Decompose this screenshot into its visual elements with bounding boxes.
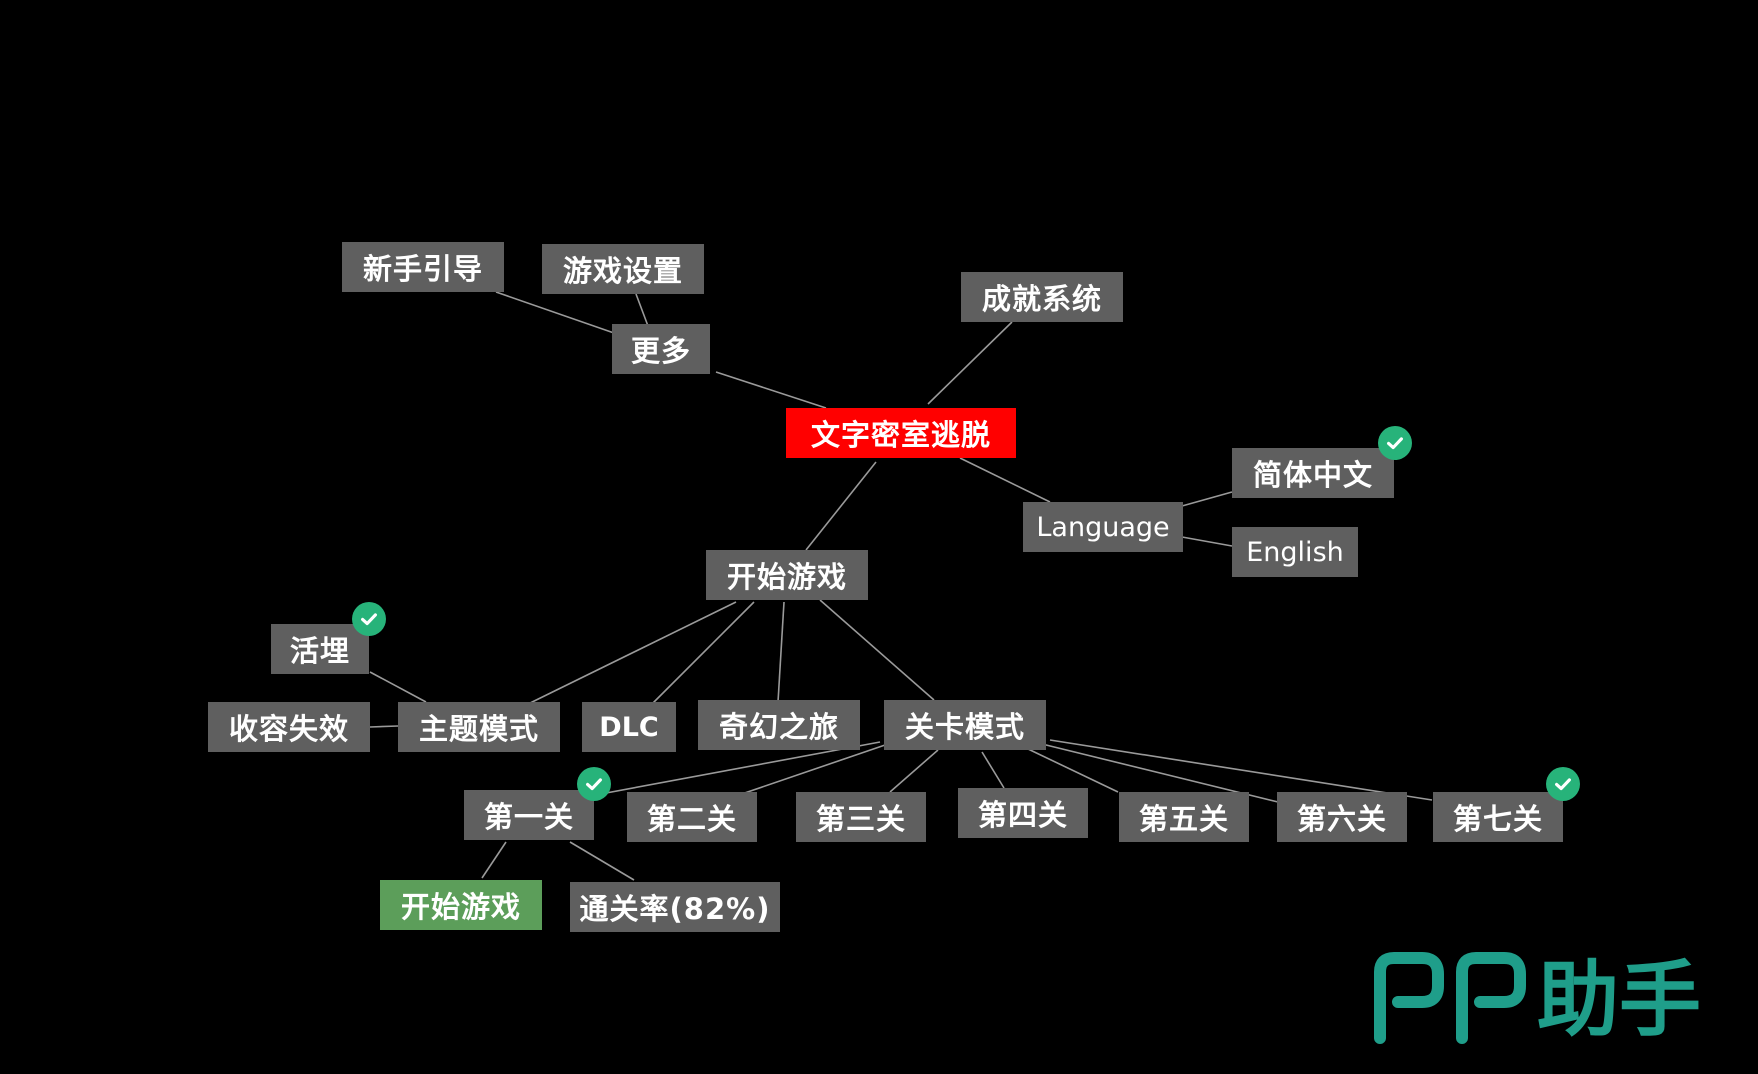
link-level1-clear-rate xyxy=(569,841,635,881)
node-start-game[interactable]: 开始游戏 xyxy=(706,550,868,600)
link-theme-buried xyxy=(369,671,427,703)
node-level1-clear-rate[interactable]: 通关率(82%) xyxy=(570,882,780,932)
node-dlc[interactable]: DLC xyxy=(582,702,676,752)
node-level-3[interactable]: 第三关 xyxy=(796,792,926,842)
node-root-title[interactable]: 文字密室逃脱 xyxy=(786,408,1016,458)
link-more-settings xyxy=(635,293,649,327)
node-level-mode[interactable]: 关卡模式 xyxy=(884,700,1046,750)
link-language-en xyxy=(1181,536,1233,547)
link-mode-level4 xyxy=(981,751,1005,789)
node-level-1[interactable]: 第一关 xyxy=(464,790,594,840)
link-language-zh xyxy=(1181,491,1233,507)
node-theme-buried[interactable]: 活埋 xyxy=(271,624,369,674)
node-theme-mode[interactable]: 主题模式 xyxy=(398,702,560,752)
node-more[interactable]: 更多 xyxy=(612,324,710,374)
link-mode-level2 xyxy=(729,743,889,799)
link-root-more xyxy=(715,371,827,409)
node-lang-en[interactable]: English xyxy=(1232,527,1358,577)
link-mode-level7 xyxy=(1049,739,1433,801)
node-level-2[interactable]: 第二关 xyxy=(627,792,757,842)
link-root-achievements xyxy=(927,321,1013,405)
check-icon-level-7 xyxy=(1546,767,1580,801)
link-start-level-mode xyxy=(819,599,935,701)
link-start-dlc xyxy=(649,601,755,707)
node-theme-containment[interactable]: 收容失效 xyxy=(208,702,370,752)
link-start-theme xyxy=(523,601,737,707)
node-tutorial[interactable]: 新手引导 xyxy=(342,242,504,292)
link-theme-containment xyxy=(369,725,399,728)
node-language[interactable]: Language xyxy=(1023,502,1183,552)
node-level-4[interactable]: 第四关 xyxy=(958,788,1088,838)
check-icon-level-1 xyxy=(577,767,611,801)
node-fantasy[interactable]: 奇幻之旅 xyxy=(698,700,860,750)
link-more-tutorial xyxy=(495,291,615,334)
link-mode-level5 xyxy=(1025,747,1119,793)
node-level-7[interactable]: 第七关 xyxy=(1433,792,1563,842)
check-icon-lang-zh xyxy=(1378,426,1412,460)
node-lang-zh[interactable]: 简体中文 xyxy=(1232,448,1394,498)
node-achievements[interactable]: 成就系统 xyxy=(961,272,1123,322)
node-game-settings[interactable]: 游戏设置 xyxy=(542,244,704,294)
link-root-language xyxy=(959,457,1051,503)
watermark-text: 助手 xyxy=(1537,953,1701,1044)
pp-assistant-watermark-logo: 助手 xyxy=(1374,952,1701,1044)
check-icon-theme-buried xyxy=(352,602,386,636)
link-start-fantasy xyxy=(777,601,785,703)
link-mode-level1 xyxy=(589,741,881,797)
link-root-start xyxy=(805,461,877,551)
link-level1-start xyxy=(481,841,507,879)
node-level1-start-game[interactable]: 开始游戏 xyxy=(380,880,542,930)
node-level-6[interactable]: 第六关 xyxy=(1277,792,1407,842)
node-level-5[interactable]: 第五关 xyxy=(1119,792,1249,842)
link-mode-level3 xyxy=(889,749,939,793)
